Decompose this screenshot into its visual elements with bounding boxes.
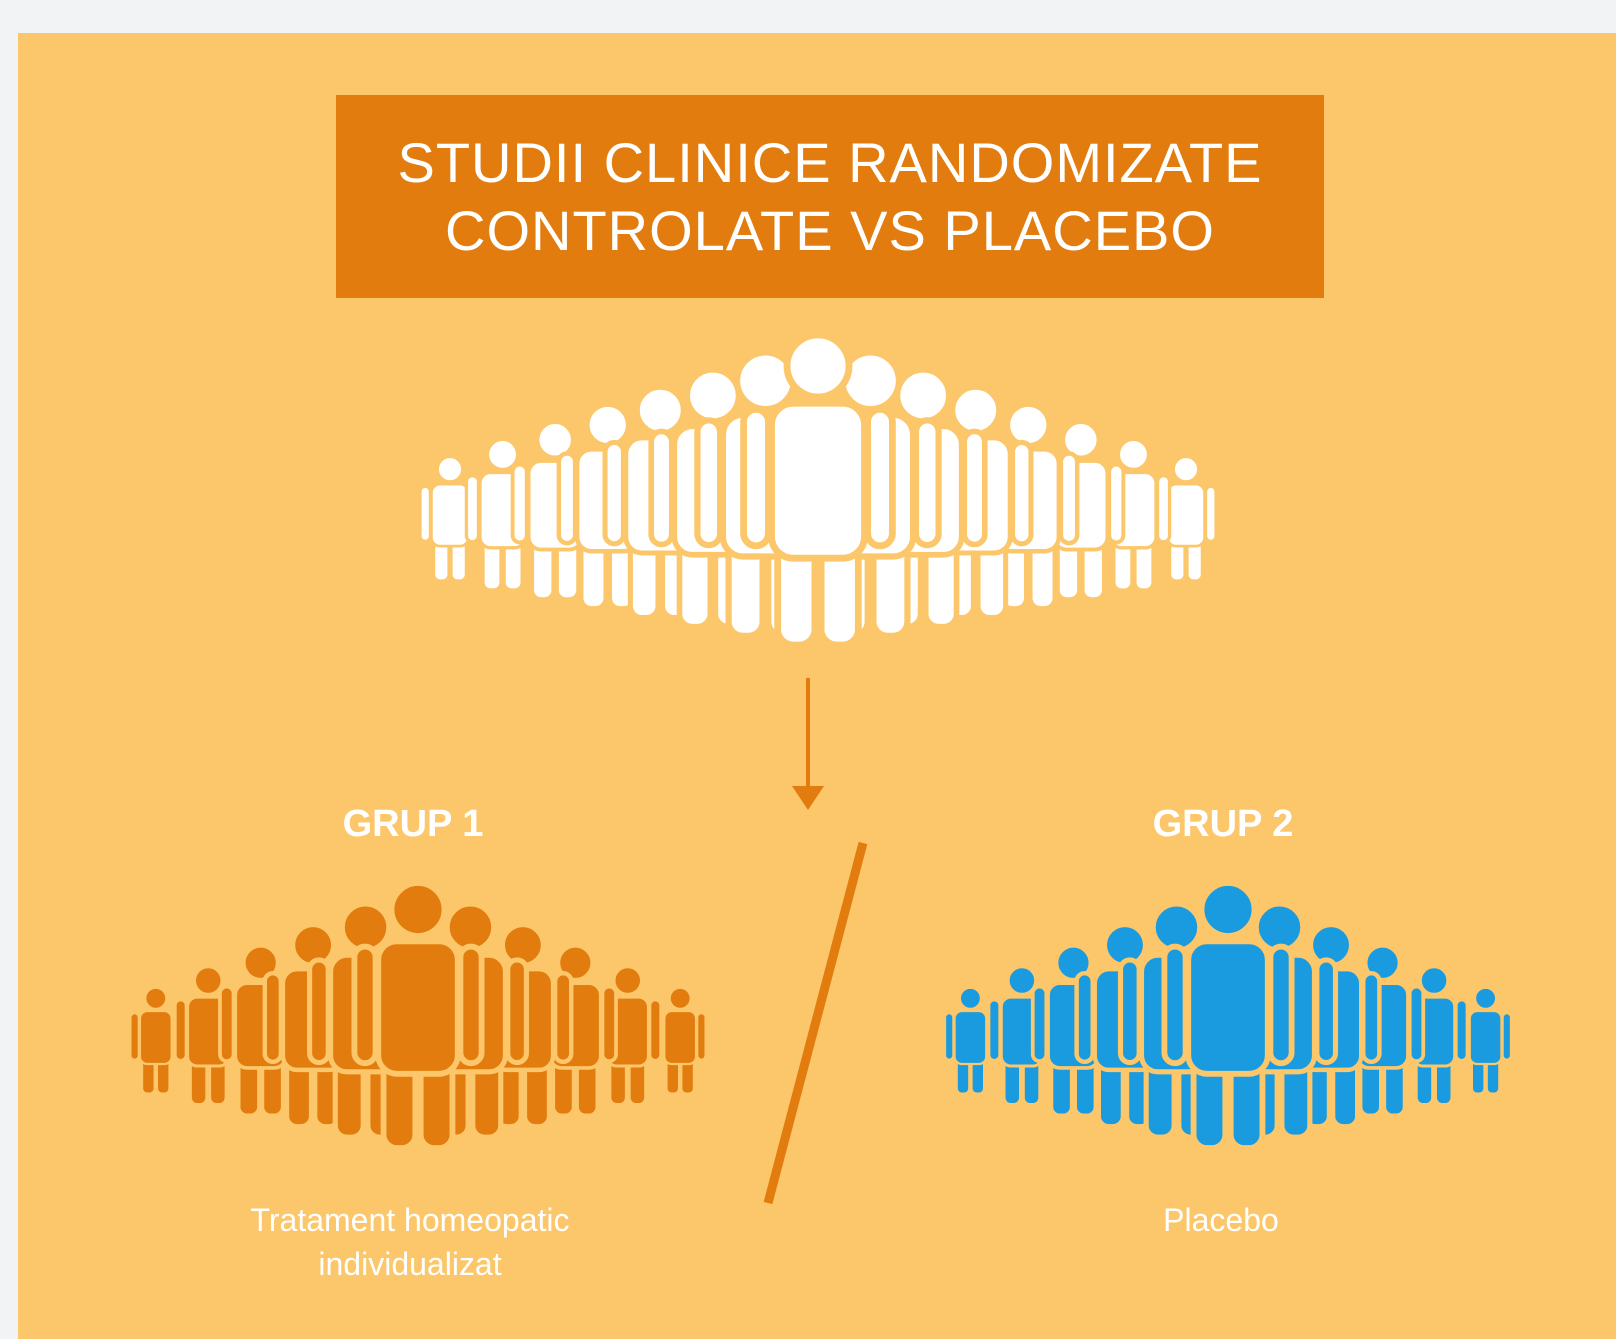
person-icon	[740, 331, 896, 649]
title-line-1: STUDII CLINICE RANDOMIZATE	[397, 130, 1263, 194]
person-icon	[1161, 880, 1295, 1151]
group-1-caption-line-2: individualizat	[318, 1246, 502, 1282]
group-2-title: GRUP 2	[1152, 803, 1294, 845]
arrow-down-icon	[792, 678, 824, 810]
person-icon	[351, 880, 485, 1151]
person-icon	[129, 986, 183, 1095]
population-crowd-icon	[418, 331, 1218, 649]
group-1-caption-line-1: Tratament homeopatic	[250, 1202, 570, 1238]
title-line-2: CONTROLATE VS PLACEBO	[445, 198, 1215, 262]
group-1-crowd-icon	[129, 880, 707, 1151]
group-divider	[763, 841, 868, 1205]
infographic-panel: STUDII CLINICE RANDOMIZATE CONTROLATE VS…	[18, 33, 1616, 1339]
person-icon	[653, 986, 707, 1095]
group-1-title: GRUP 1	[342, 803, 484, 845]
person-icon	[1458, 986, 1513, 1095]
title-banner: STUDII CLINICE RANDOMIZATE CONTROLATE VS…	[336, 95, 1324, 298]
group-2-caption-line-1: Placebo	[1163, 1202, 1279, 1238]
group-1-caption: Tratament homeopatic individualizat	[150, 1198, 670, 1286]
group-2-caption: Placebo	[961, 1198, 1481, 1242]
group-2-crowd-icon	[943, 880, 1513, 1151]
